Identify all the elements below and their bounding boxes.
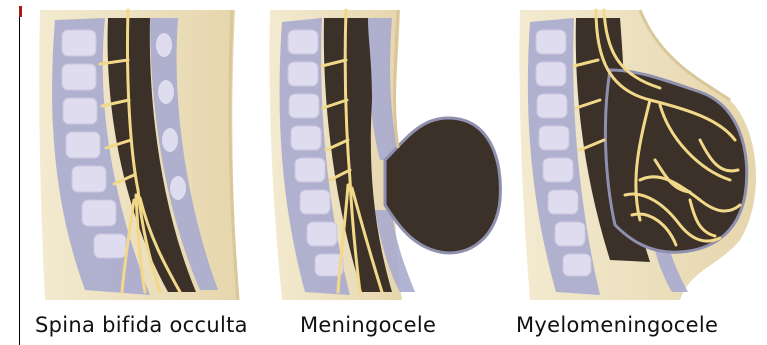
caption-myelomeningocele: Myelomeningocele: [516, 313, 718, 337]
spina-bifida-illustration: [0, 0, 767, 310]
panel-meningocele: [270, 10, 501, 300]
caption-meningocele: Meningocele: [300, 313, 436, 337]
meningeal-sac: [385, 118, 500, 253]
panel-myelomeningocele: [519, 10, 756, 300]
panel-spina-bifida-occulta: [39, 10, 238, 300]
caption-spina-bifida-occulta: Spina bifida occulta: [35, 313, 248, 337]
